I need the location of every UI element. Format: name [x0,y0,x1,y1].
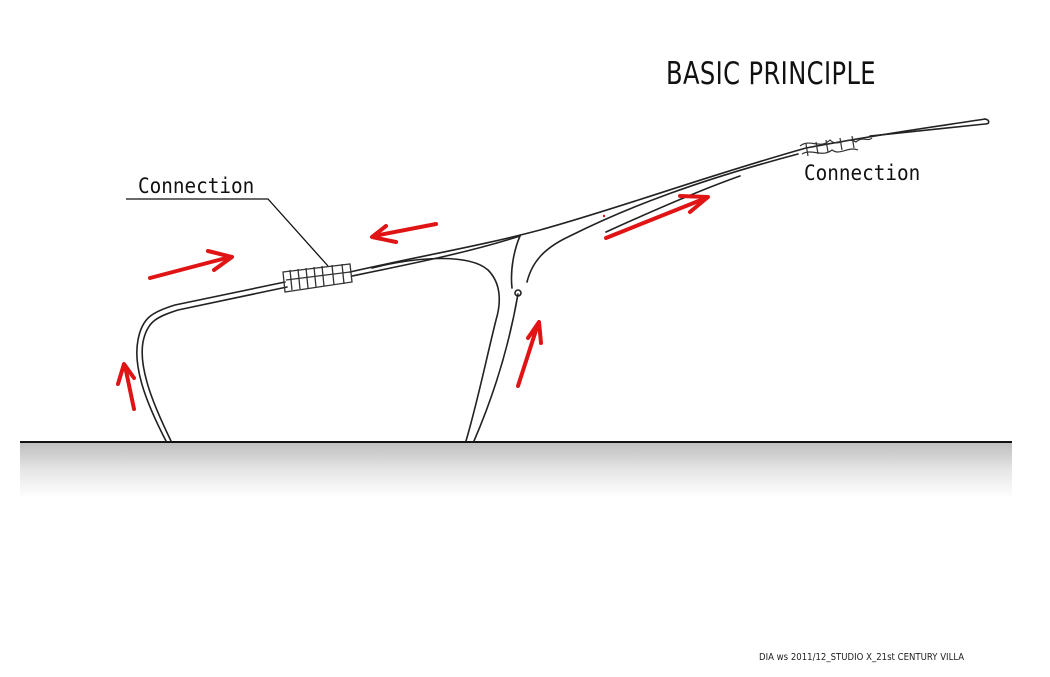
force-arrows [116,194,710,411]
beam-tip [869,118,990,137]
connection-detail-right [799,135,873,157]
rising-branch [526,153,799,283]
footer-caption: DIA ws 2011/12_STUDIO X_21st CENTURY VIL… [759,652,965,663]
arrow-left-middle [370,222,438,244]
left-arch-inner [141,286,288,442]
connection-label-right: Connection [804,161,921,185]
middle-arch-right [510,235,521,289]
arrow-right-upper-right [604,194,710,240]
connection-detail-left [282,263,353,293]
arrow-dot [602,214,606,218]
middle-arch-left [371,257,501,442]
top-beam-lower [351,235,521,277]
left-arch-outer [136,281,286,442]
ground-shadow [20,442,1012,498]
top-beam-upper [349,118,986,273]
page-title: BASIC PRINCIPLE [666,56,876,92]
arrow-up-middle-leg [516,320,543,388]
arrow-up-left-leg [116,362,136,411]
middle-leg-top [514,289,522,297]
connection-label-left: Connection [138,174,255,198]
connection-leader-line [126,198,329,267]
structure-outline [136,118,990,442]
rising-branch-lower [605,175,741,233]
middle-leg [473,293,519,442]
arrow-right-upper-left [148,249,234,280]
